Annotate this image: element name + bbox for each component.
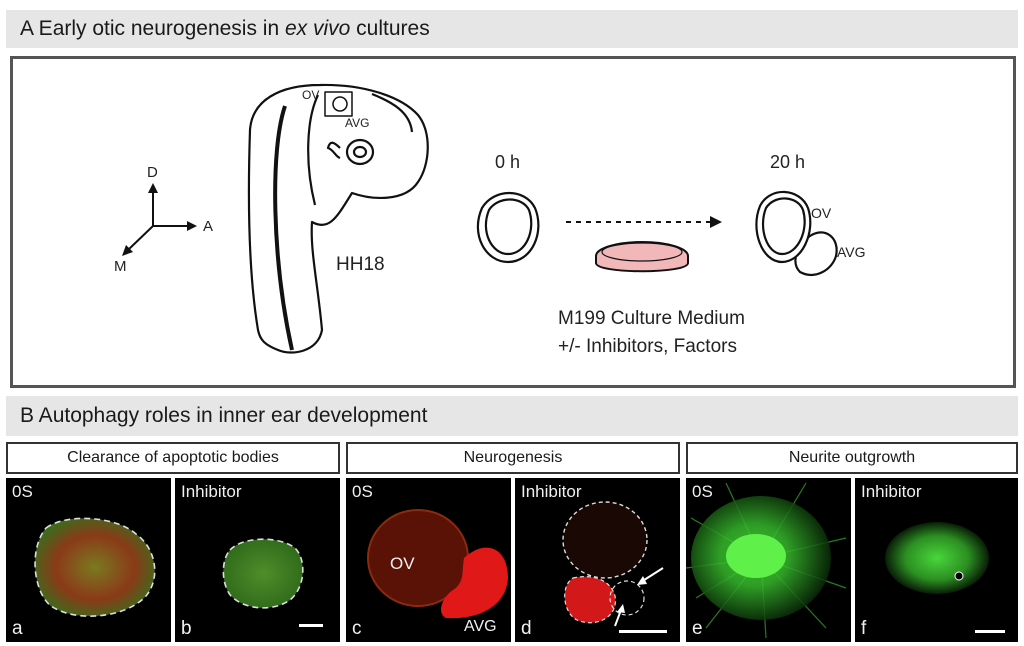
- panel-c-ov-label: OV: [390, 554, 415, 573]
- scale-bar-ab: [299, 624, 323, 627]
- section-b-title: B Autophagy roles in inner ear developme…: [20, 404, 428, 427]
- time-arrow: [566, 216, 722, 228]
- group-header-neurite: Neurite outgrowth: [686, 442, 1018, 474]
- embryo-avg-label: AVG: [345, 116, 370, 130]
- stage-label: HH18: [336, 254, 385, 275]
- panel-b-letter: b: [181, 618, 192, 639]
- otic-vesicle-0h: [476, 192, 540, 264]
- axis-a-label: A: [203, 218, 214, 235]
- axis-indicator: [122, 183, 197, 256]
- culture-dish-icon: [595, 241, 689, 273]
- micrograph-panel-d: Inhibitor d: [515, 478, 680, 642]
- culture-ov-label: OV: [811, 205, 832, 221]
- micrograph-panel-a: 0S a: [6, 478, 171, 642]
- medium-line-2: +/- Inhibitors, Factors: [558, 336, 737, 357]
- embryo-outline: [247, 83, 429, 354]
- panel-a-title: 0S: [12, 482, 33, 501]
- panel-c-letter: c: [352, 618, 362, 639]
- scale-bar-ef: [975, 630, 1005, 633]
- otic-vesicle-20h: [755, 190, 838, 276]
- section-b-header: B Autophagy roles in inner ear developme…: [6, 396, 1018, 436]
- panel-d-letter: d: [521, 618, 532, 639]
- micrograph-panel-e: 0S e: [686, 478, 851, 642]
- time-20h-label: 20 h: [770, 152, 806, 172]
- panel-f-letter: f: [861, 618, 867, 639]
- group-header-clearance: Clearance of apoptotic bodies: [6, 442, 340, 474]
- schematic-panel: [10, 56, 1016, 388]
- schematic-drawing: [122, 83, 838, 354]
- section-a-title-suffix: cultures: [350, 17, 430, 40]
- panel-c-avg-label: AVG: [464, 618, 497, 635]
- axis-m-label: M: [114, 258, 127, 275]
- section-a-header: A Early otic neurogenesis in ex vivo cul…: [6, 10, 1018, 48]
- panel-e-letter: e: [692, 618, 703, 639]
- time-0h-label: 0 h: [495, 152, 521, 172]
- panel-c-title: 0S: [352, 482, 373, 501]
- panel-b-title: Inhibitor: [181, 482, 242, 501]
- culture-avg-label: AVG: [837, 244, 866, 260]
- section-a-title-italic: ex vivo: [284, 17, 351, 40]
- panel-a-letter: a: [12, 618, 23, 639]
- group-header-neurogenesis: Neurogenesis: [346, 442, 680, 474]
- embryo-ov-label: OV: [302, 88, 320, 102]
- panel-e-title: 0S: [692, 482, 713, 501]
- micrograph-panel-b: Inhibitor b: [175, 478, 340, 642]
- scale-bar-cd: [619, 630, 667, 633]
- panel-d-title: Inhibitor: [521, 482, 582, 501]
- panel-f-title: Inhibitor: [861, 482, 922, 501]
- section-a-title-prefix: A Early otic neurogenesis in: [20, 17, 285, 40]
- micrograph-panel-f: Inhibitor f: [855, 478, 1018, 642]
- axis-d-label: D: [147, 164, 158, 181]
- axis-m-arrow: [127, 225, 154, 251]
- medium-line-1: M199 Culture Medium: [558, 308, 745, 329]
- micrograph-panel-c: 0S OV AVG c: [346, 478, 511, 642]
